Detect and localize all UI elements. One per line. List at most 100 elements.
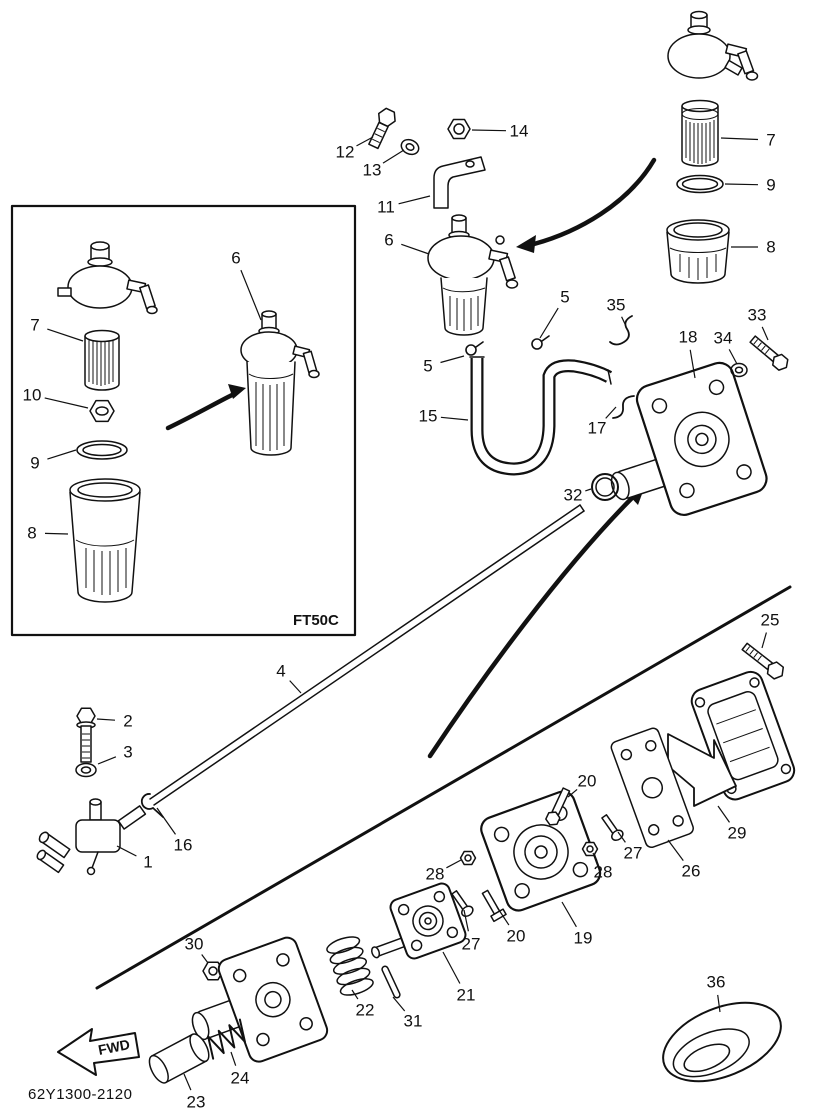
clip-35 (609, 315, 633, 346)
callout-label: 3 (123, 742, 133, 762)
callout-label: 26 (681, 861, 701, 881)
leader-line (761, 326, 769, 341)
spring-24 (207, 1018, 246, 1060)
callout-label: 6 (384, 230, 394, 250)
callout-label: 28 (593, 862, 613, 882)
leader-line (585, 488, 592, 492)
leader-line (116, 845, 137, 857)
leader-line (471, 129, 507, 132)
leader-line (761, 632, 767, 649)
callout-label: 1 (143, 852, 153, 872)
screw-27b (451, 890, 474, 918)
filter-assembly-6 (427, 214, 519, 336)
leader-line (621, 316, 626, 325)
assembly-arrow-bottom (427, 483, 646, 759)
leader-line (44, 532, 69, 535)
callout-label: 20 (577, 771, 597, 791)
pipe-23 (148, 1033, 210, 1084)
callout-label: 24 (230, 1068, 250, 1088)
inset-arrow (165, 384, 246, 431)
leader-line (289, 680, 302, 694)
inset-nut-10 (89, 399, 115, 423)
silencer-36 (662, 1001, 782, 1083)
leader-line (440, 416, 469, 421)
leader-line (605, 406, 617, 419)
fuel-cock-1 (36, 798, 147, 876)
leader-line (539, 307, 559, 339)
leader-line (667, 839, 684, 861)
screw-27a (601, 814, 624, 842)
callout-label: 28 (425, 864, 445, 884)
leader-line (356, 136, 374, 147)
nut-28a (581, 841, 599, 857)
filter-element-7-right (681, 99, 719, 167)
washer-3 (75, 762, 97, 778)
leader-line (724, 183, 759, 186)
leader-line (617, 831, 626, 843)
callout-label: 5 (423, 356, 433, 376)
leader-line (567, 788, 578, 798)
valve-assembly-21 (371, 882, 467, 960)
bolt-33 (749, 335, 789, 371)
callout-label: 22 (355, 1000, 375, 1020)
callout-label: 27 (623, 843, 643, 863)
leader-lines (44, 129, 769, 1091)
callout-label: 33 (747, 305, 767, 325)
callout-label: 15 (418, 406, 438, 426)
callout-label: 20 (506, 926, 526, 946)
clip-16 (140, 793, 164, 818)
callout-label: 8 (27, 523, 37, 543)
callout-label: 23 (186, 1092, 206, 1112)
callout-label: 2 (123, 711, 133, 731)
callout-label: 30 (184, 934, 204, 954)
bolt-12 (368, 107, 396, 150)
callout-label: 9 (30, 453, 40, 473)
bolt-25 (741, 642, 785, 680)
hose-clamp-5b (531, 335, 550, 350)
leader-line (720, 137, 759, 141)
leader-line (463, 909, 469, 932)
leader-line (156, 807, 176, 835)
bolt-20b (481, 889, 507, 923)
part-code-label: 62Y1300-2120 (28, 1086, 133, 1103)
bracket-11 (433, 156, 486, 209)
callout-label: 34 (713, 328, 733, 348)
inset-filter-assembly-6 (240, 310, 320, 456)
panel-edge-line (95, 585, 792, 990)
leader-line (240, 269, 262, 321)
callout-label: 8 (766, 237, 776, 257)
clip-17 (612, 395, 635, 419)
leader-line (382, 149, 405, 164)
bolt-20a (545, 787, 571, 826)
filter-cup-8-right (666, 219, 730, 284)
leader-line (183, 1073, 192, 1091)
callout-label: 31 (403, 1011, 423, 1031)
washer-34 (730, 362, 748, 378)
callout-label: 35 (606, 295, 626, 315)
callout-label: 7 (766, 130, 776, 150)
leader-line (496, 906, 510, 926)
callout-label: 25 (760, 610, 780, 630)
spring-22 (326, 936, 374, 996)
leader-line (201, 954, 209, 964)
leader-line (230, 1051, 237, 1066)
callout-label: 19 (573, 928, 593, 948)
callout-label: 32 (563, 485, 583, 505)
nut-14 (447, 118, 471, 140)
o-ring-9-right (676, 174, 724, 194)
leader-line (97, 756, 117, 765)
inset-filter-element-7 (84, 329, 120, 391)
callout-label: 17 (587, 418, 607, 438)
model-label: FT50C (293, 612, 339, 629)
fwd-arrow (57, 1028, 140, 1076)
inset-o-ring-9 (76, 440, 128, 460)
callout-label: 18 (678, 327, 698, 347)
leader-line (392, 996, 406, 1012)
leader-line (440, 355, 465, 364)
callout-label: 9 (766, 175, 776, 195)
leader-line (401, 243, 430, 255)
callout-label: 12 (335, 142, 355, 162)
leader-line (592, 852, 598, 861)
